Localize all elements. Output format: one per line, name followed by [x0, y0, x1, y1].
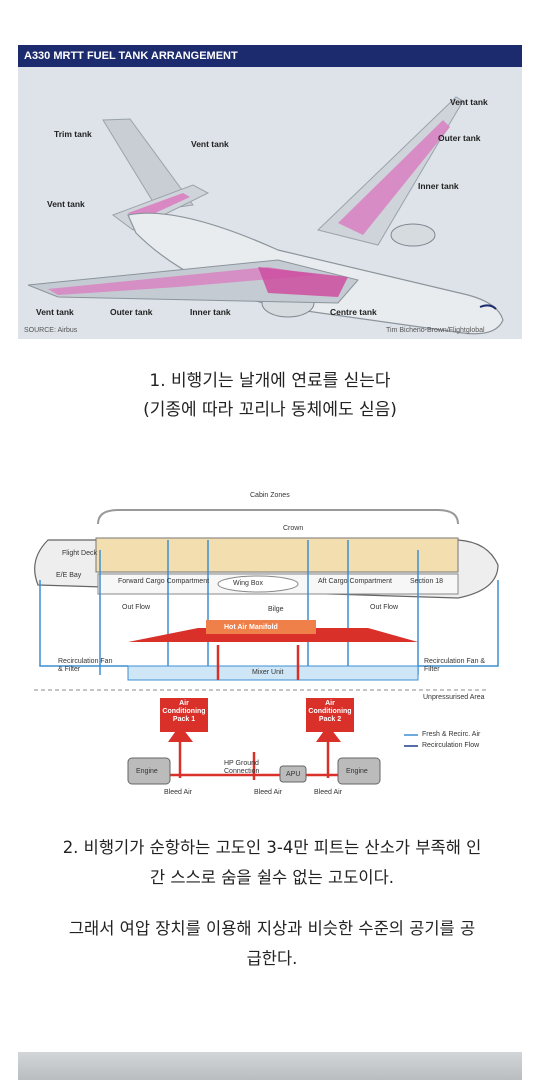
label-bleed-air-3: Bleed Air	[314, 789, 343, 796]
label-recirc-left: Recirculation Fan & Filter	[58, 658, 113, 673]
caption-3-line-1: 그래서 여압 장치를 이용해 지상과 비슷한 수준의 공기를 공	[68, 919, 476, 938]
label-wing-box: Wing Box	[233, 580, 263, 587]
label-outer-tank-left: Outer tank	[110, 307, 153, 317]
aircraft-illustration	[27, 96, 504, 335]
label-hot-air-manifold: Hot Air Manifold	[224, 624, 278, 631]
label-bleed-air-2: Bleed Air	[254, 789, 283, 796]
next-image-preview	[18, 1052, 522, 1080]
credit-note: Tim Bicheno-Brown/Flightglobal	[386, 327, 485, 334]
label-vent-tank-left: Vent tank	[36, 307, 74, 317]
diagram-title: A330 MRTT FUEL TANK ARRANGEMENT	[18, 45, 522, 67]
label-vent-tank-right: Vent tank	[450, 97, 488, 107]
label-bleed-air-1: Bleed Air	[164, 789, 193, 796]
caption-2-line-1: 2. 비행기가 순항하는 고도인 3-4만 피트는 산소가 부족해 인	[62, 838, 482, 857]
label-cabin-zones: Cabin Zones	[250, 492, 290, 499]
label-recirc-right: Recirculation Fan & Filter	[424, 658, 486, 673]
label-bilge: Bilge	[268, 606, 284, 613]
label-vent-tank-tail: Vent tank	[191, 139, 229, 149]
caption-1-line-2: (기종에 따라 꼬리나 동체에도 싣음)	[143, 400, 397, 420]
label-aft-cargo: Aft Cargo Compartment	[318, 578, 392, 585]
label-flight-deck: Flight Deck	[62, 550, 98, 557]
air-system-illustration	[34, 509, 499, 785]
ac-pack-1: Air Conditioning Pack 1	[160, 698, 208, 732]
fuel-tank-diagram: A330 MRTT FUEL TANK ARRANGEMENT Vent tan…	[18, 45, 522, 339]
label-forward-cargo: Forward Cargo Compartment	[118, 578, 210, 585]
label-engine-right: Engine	[346, 768, 368, 775]
legend-fresh-air: Fresh & Recirc. Air	[422, 731, 481, 738]
label-centre-tank: Centre tank	[330, 307, 377, 317]
label-ee-bay: E/E Bay	[56, 572, 82, 579]
caption-3-line-2: 급한다.	[246, 949, 298, 968]
label-inner-tank-right: Inner tank	[418, 181, 459, 191]
label-engine-left: Engine	[136, 768, 158, 775]
label-outer-tank-right: Outer tank	[438, 133, 481, 143]
label-crown: Crown	[283, 525, 304, 532]
caption-1-line-1: 1. 비행기는 날개에 연료를 싣는다	[149, 371, 391, 391]
label-out-flow-left: Out Flow	[122, 604, 151, 611]
label-trim-tank: Trim tank	[54, 129, 92, 139]
label-hp-ground: HP Ground Connection	[224, 760, 260, 775]
ac-pack-2: Air Conditioning Pack 2	[306, 698, 354, 732]
label-section-18: Section 18	[410, 578, 444, 585]
label-vent-tank-stab: Vent tank	[47, 199, 85, 209]
label-mixer-unit: Mixer Unit	[252, 669, 284, 676]
legend-recirc-flow: Recirculation Flow	[422, 742, 480, 749]
label-unpressurised: Unpressurised Area	[423, 694, 485, 701]
label-inner-tank-left: Inner tank	[190, 307, 231, 317]
label-apu: APU	[286, 771, 301, 778]
label-out-flow-right: Out Flow	[370, 604, 399, 611]
source-note: SOURCE: Airbus	[24, 327, 78, 334]
cabin-air-diagram: Cabin Zones Crown Flight Deck E/E Bay Fo…	[18, 480, 522, 800]
caption-2-line-2: 간 스스로 숨을 쉴수 없는 고도이다.	[150, 868, 394, 887]
